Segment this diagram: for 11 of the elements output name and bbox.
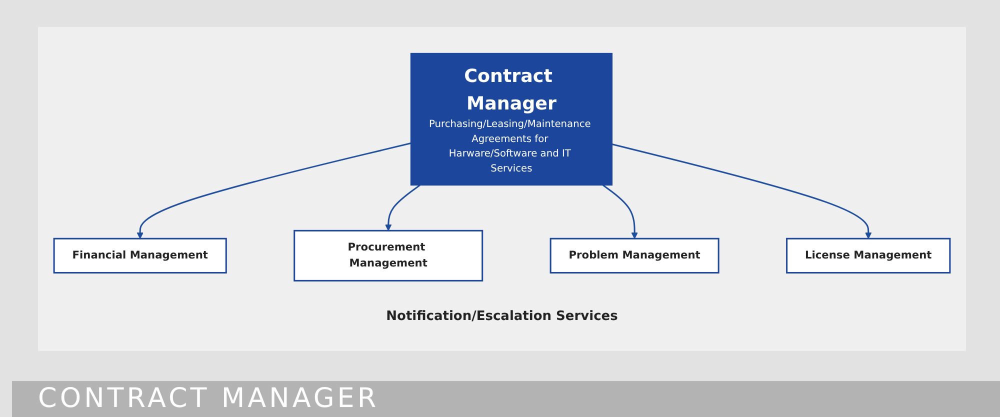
node-box: Problem Management bbox=[550, 238, 720, 274]
node-box: Contract Manager Purchasing/Leasing/Maintenance Agreements for Harware/Software and IT Services bbox=[410, 52, 612, 186]
arrow bbox=[602, 184, 638, 239]
arrow bbox=[385, 184, 420, 231]
arrow bbox=[136, 142, 411, 239]
arrow bbox=[612, 144, 872, 239]
service-note: Notification/Escalation Services bbox=[385, 309, 619, 324]
caption: CONTRACT MANAGER bbox=[38, 383, 380, 414]
node-box: Procurement Management bbox=[294, 230, 484, 282]
node-box: Financial Management bbox=[53, 238, 227, 274]
node-box: License Management bbox=[786, 238, 951, 274]
